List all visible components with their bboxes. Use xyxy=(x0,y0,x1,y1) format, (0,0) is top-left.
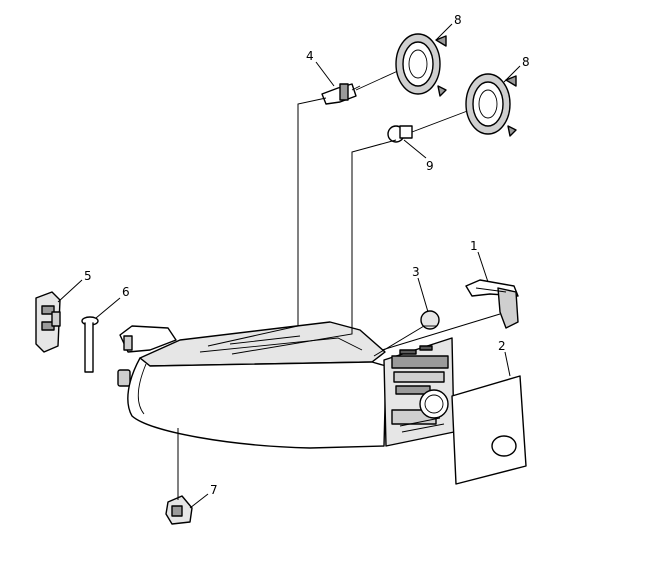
callout-3: 3 xyxy=(412,265,420,279)
callout-numbers: 1 2 3 4 5 6 7 8 8 9 xyxy=(84,13,530,497)
pin-part xyxy=(81,316,99,373)
bulb-cover-part-upper xyxy=(395,33,447,97)
callout-2: 2 xyxy=(498,339,506,353)
callout-8-upper: 8 xyxy=(454,13,462,27)
bulb-socket-part xyxy=(420,310,440,330)
rear-cover-part xyxy=(451,375,527,485)
halogen-bulb-part xyxy=(321,69,401,105)
retainer-part xyxy=(165,495,193,525)
assembly-routing-lines xyxy=(177,97,501,500)
callout-1: 1 xyxy=(470,239,478,253)
adjuster-part xyxy=(35,291,61,353)
callout-4: 4 xyxy=(306,49,314,63)
bulb-cover-part-lower xyxy=(465,73,517,137)
callout-8-lower: 8 xyxy=(522,55,530,69)
callout-leaders xyxy=(57,23,521,509)
retaining-clip-part xyxy=(465,279,519,329)
callout-6: 6 xyxy=(122,285,130,299)
headlamp-housing xyxy=(117,321,455,449)
callout-5: 5 xyxy=(84,269,92,283)
callout-7: 7 xyxy=(210,483,218,497)
signal-bulb-part xyxy=(387,109,471,143)
callout-9: 9 xyxy=(426,159,434,173)
